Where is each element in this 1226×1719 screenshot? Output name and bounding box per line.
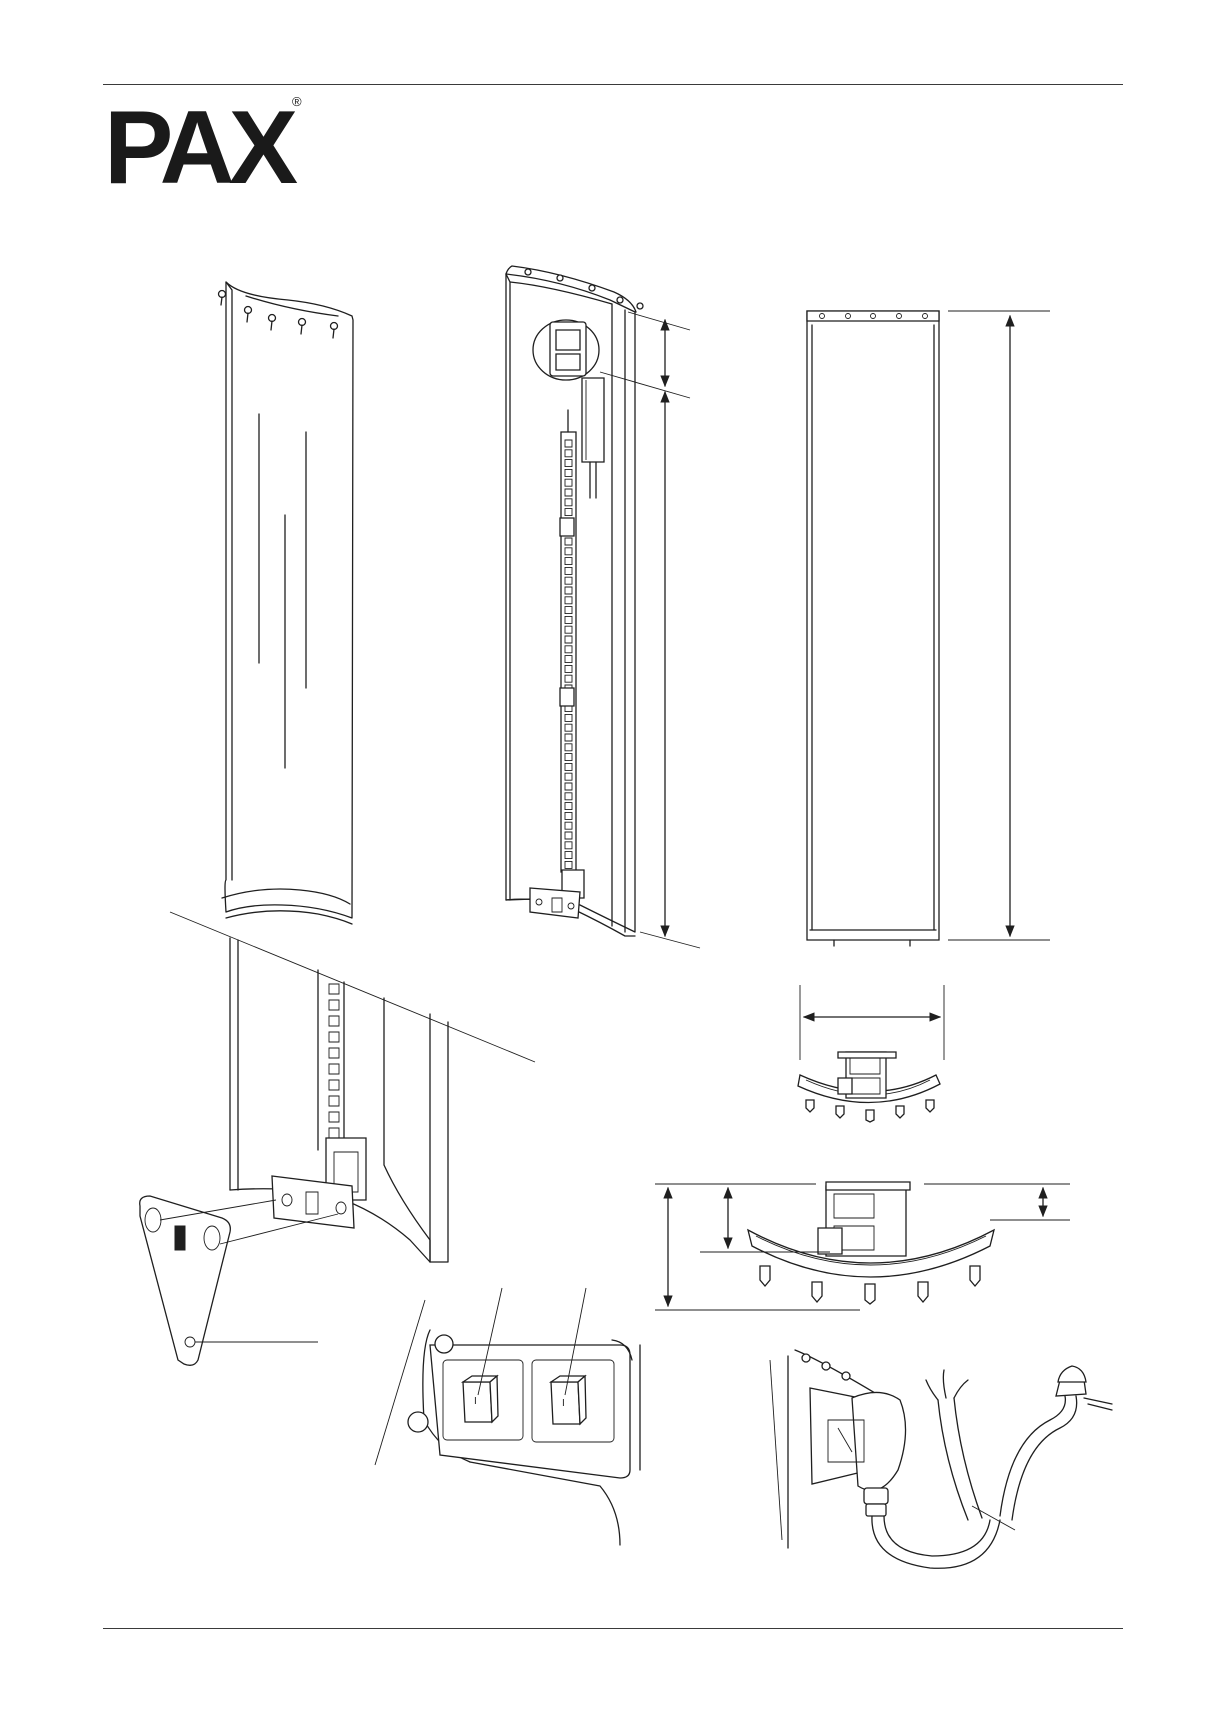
bottom-bracket xyxy=(530,870,584,918)
top-bolts-rear xyxy=(525,269,643,309)
rail-hole xyxy=(329,1016,339,1026)
switch-label-right: I xyxy=(562,1398,565,1409)
rail-hole xyxy=(329,1096,339,1106)
cable-gland xyxy=(864,1488,888,1516)
rail-clip-upper xyxy=(560,518,574,536)
rail-hole xyxy=(329,1112,339,1122)
top-view-small-feet xyxy=(806,1100,934,1122)
rail-hole xyxy=(329,1080,339,1090)
power-switch-right: I xyxy=(551,1376,586,1424)
rail-hole xyxy=(329,1048,339,1058)
rail-hole xyxy=(329,1128,339,1138)
switch-label-left: I xyxy=(474,1396,477,1407)
switch-panel-detail: I I xyxy=(375,1288,640,1545)
top-mounting-screws xyxy=(219,291,338,339)
detail-rail-holes xyxy=(329,984,339,1138)
plug-icon xyxy=(1000,1366,1112,1520)
rail-hole xyxy=(329,1032,339,1042)
top-view-small xyxy=(798,985,944,1122)
top-view-large xyxy=(655,1182,1070,1310)
bare-cable-end xyxy=(926,1370,982,1520)
column-rear-view xyxy=(506,266,700,948)
column-front-elevation xyxy=(807,311,1050,946)
wall-plate xyxy=(140,1196,231,1365)
column-front-view xyxy=(219,282,354,924)
power-cable-detail xyxy=(770,1350,1112,1568)
rail-hole xyxy=(329,984,339,994)
rail-hole xyxy=(329,1000,339,1010)
bracket-detail-view xyxy=(140,912,535,1365)
rail-hole xyxy=(329,1064,339,1074)
rear-dimension-lines xyxy=(600,312,700,948)
rail-clip-lower xyxy=(560,688,574,706)
